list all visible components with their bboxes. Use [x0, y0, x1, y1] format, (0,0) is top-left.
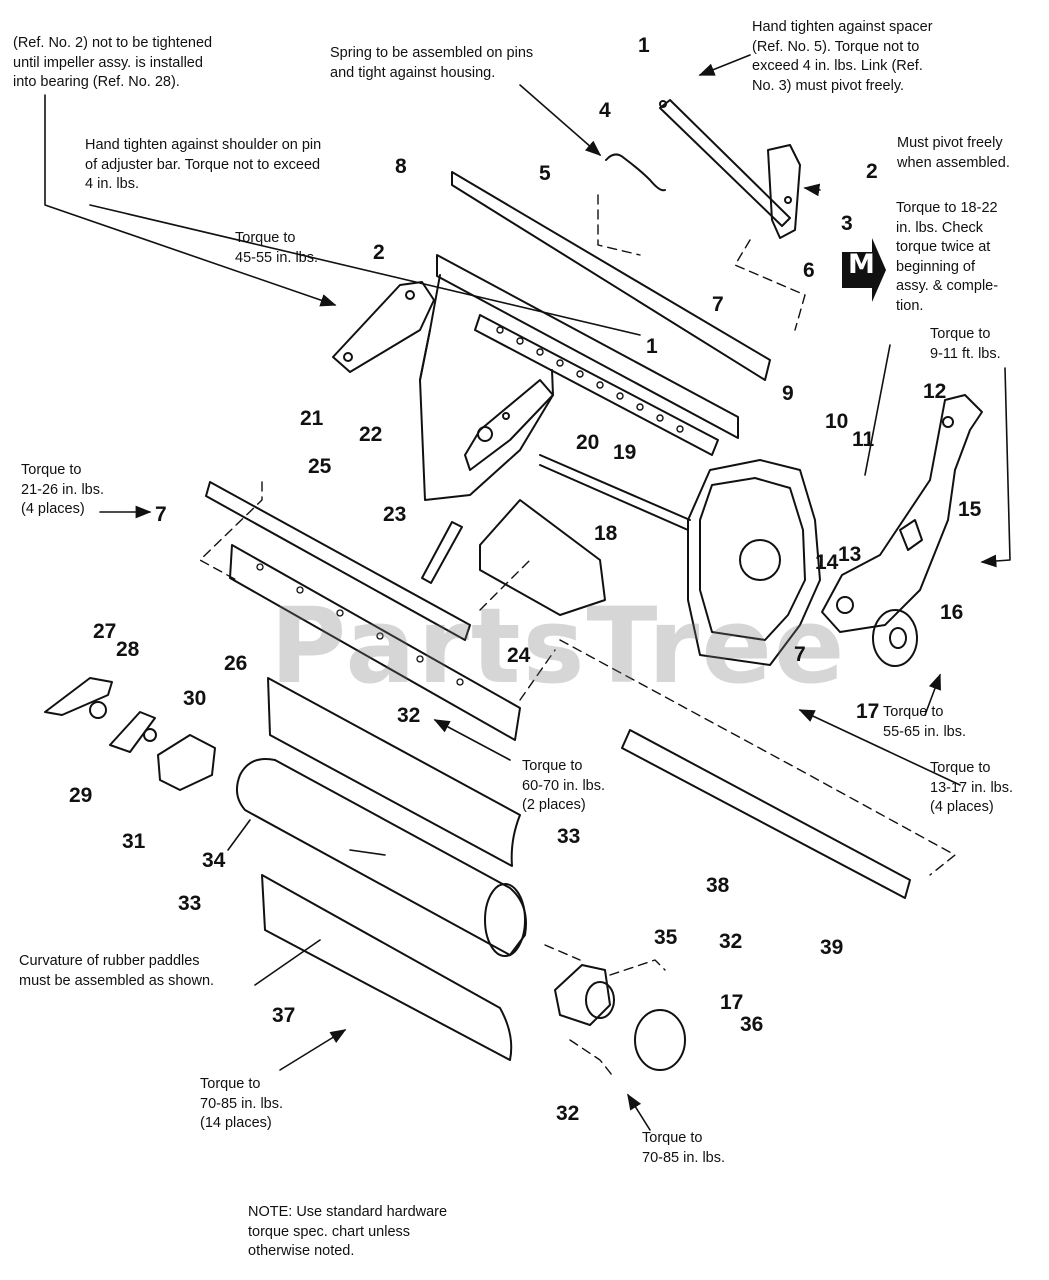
- part-number-label: 32: [719, 930, 743, 953]
- part-number-label: 35: [654, 926, 678, 949]
- note-torque-13-17: Torque to 13-17 in. lbs. (4 places): [930, 760, 1014, 815]
- side-plate-part: [821, 394, 983, 633]
- note-pivot: Must pivot freely when assembled.: [897, 135, 1010, 171]
- part-number-label: 3: [841, 212, 853, 235]
- part-number-label: 4: [599, 99, 611, 122]
- part-number-label: 8: [395, 155, 407, 178]
- note-spacer: Hand tighten against spacer (Ref. No. 5)…: [752, 19, 933, 94]
- part-number-label: 17: [720, 991, 744, 1014]
- part-number-label: 30: [183, 687, 207, 710]
- part-number-label: 34: [202, 849, 226, 872]
- part-number-label: 37: [272, 1004, 296, 1027]
- impeller-drum-part: [235, 758, 527, 957]
- flange-bearing-part: [872, 609, 918, 667]
- part-number-label: 32: [556, 1102, 580, 1125]
- part-number-label: 1: [638, 34, 650, 57]
- part-number-label: 6: [803, 259, 815, 282]
- part-number-label: 1: [646, 335, 658, 358]
- part-number-label: 14: [815, 551, 839, 574]
- note-shoulder: Hand tighten against shoulder on pin of …: [85, 137, 322, 192]
- note-torque-70-85-b: Torque to 70-85 in. lbs.: [642, 1130, 726, 1166]
- part-number-label: 2: [373, 241, 385, 264]
- watermark-text: PartsTree: [270, 585, 847, 707]
- spring-part: [605, 153, 666, 192]
- part-number-label: 29: [69, 784, 93, 807]
- part-number-label: 23: [383, 503, 407, 526]
- part-number-label: 17: [856, 700, 880, 723]
- part-number-label: 7: [712, 293, 724, 316]
- note-torque-70-85-a: Torque to 70-85 in. lbs. (14 places): [200, 1076, 284, 1131]
- link-bar-part: [659, 99, 801, 239]
- flange-lower-part: [634, 1009, 686, 1071]
- part-number-label: 10: [825, 410, 849, 433]
- part-number-label: 31: [122, 830, 146, 853]
- part-number-label: 15: [958, 498, 982, 521]
- part-number-label: 13: [838, 543, 862, 566]
- part-number-label: 21: [300, 407, 324, 430]
- part-number-label: 18: [594, 522, 618, 545]
- note-torque-60-70: Torque to 60-70 in. lbs. (2 places): [522, 758, 606, 813]
- part-number-label: 7: [794, 643, 806, 666]
- bearing-set-part: [44, 677, 216, 791]
- part-number-label: 19: [613, 441, 637, 464]
- note-torque-9-11: Torque to 9-11 ft. lbs.: [930, 326, 1001, 362]
- note-curvature: Curvature of rubber paddles must be asse…: [19, 953, 215, 989]
- bearing-rail-part: [474, 314, 719, 456]
- shaft-part: [421, 521, 463, 584]
- part-number-label: 7: [155, 503, 167, 526]
- part-number-label: 9: [782, 382, 794, 405]
- note-hardware: NOTE: Use standard hardware torque spec.…: [248, 1204, 448, 1259]
- paddle-bar-part: [205, 481, 521, 741]
- part-number-label: 33: [178, 892, 202, 915]
- part-number-label: 26: [224, 652, 248, 675]
- shroud-part: [479, 499, 606, 616]
- top-plate-part: [451, 171, 771, 381]
- rubber-paddle-lower-part: [261, 874, 513, 1061]
- note-ref2: (Ref. No. 2) not to be tightened until i…: [13, 35, 213, 90]
- badge-letter: M: [848, 249, 875, 280]
- maintenance-badge: M: [842, 238, 886, 302]
- part-number-label: 32: [397, 704, 421, 727]
- support-bar-part: [621, 729, 911, 899]
- rubber-paddle-part: [267, 677, 521, 867]
- note-spring: Spring to be assembled on pins and tight…: [330, 45, 534, 81]
- bearing-bracket-part: [332, 281, 435, 373]
- part-number-label: 33: [557, 825, 581, 848]
- housing-panel-part: [419, 254, 739, 501]
- part-number-label: 22: [359, 423, 383, 446]
- part-number-label: 39: [820, 936, 844, 959]
- part-number-label: 25: [308, 455, 332, 478]
- part-number-label: 24: [507, 644, 531, 667]
- hub-part: [554, 964, 615, 1026]
- part-number-label: 2: [866, 160, 878, 183]
- part-number-label: 20: [576, 431, 600, 454]
- part-number-label: 16: [940, 601, 964, 624]
- part-number-label: 27: [93, 620, 117, 643]
- part-number-label: 38: [706, 874, 730, 897]
- note-torque-18-22: Torque to 18-22 in. lbs. Check torque tw…: [896, 200, 999, 314]
- part-number-label: 12: [923, 380, 947, 403]
- part-number-label: 36: [740, 1013, 764, 1036]
- part-number-label: 5: [539, 162, 551, 185]
- note-torque-55-65: Torque to 55-65 in. lbs.: [883, 704, 967, 740]
- part-number-label: 28: [116, 638, 140, 661]
- note-torque-21-26: Torque to 21-26 in. lbs. (4 places): [21, 462, 105, 517]
- part-number-label: 11: [852, 428, 875, 451]
- side-housing-part: [539, 454, 821, 666]
- note-torque-45-55: Torque to 45-55 in. lbs.: [235, 230, 319, 266]
